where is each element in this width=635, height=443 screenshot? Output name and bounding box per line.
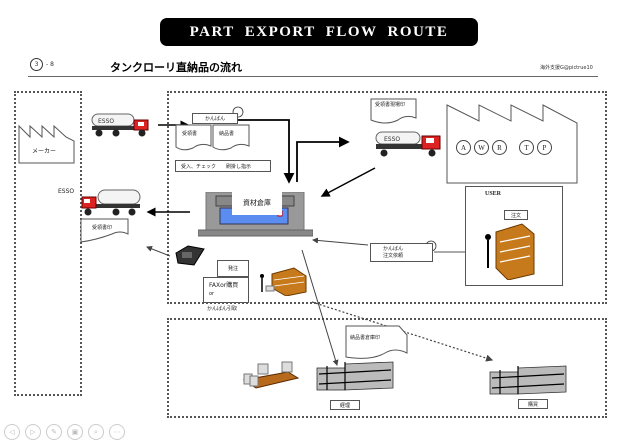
instructions-box: 受入、チェック 刷掛し指示 xyxy=(175,160,271,172)
pallet-boxes-icon xyxy=(242,361,300,389)
page-title: PART EXPORT FLOW ROUTE xyxy=(189,23,449,40)
purchasing-building-icon xyxy=(489,365,567,395)
accounting-building-icon xyxy=(316,361,394,391)
plant-lines: A W R T P xyxy=(456,140,552,155)
arrow-kanban-to-warehouse xyxy=(238,119,295,184)
fax-machine-icon xyxy=(175,245,205,266)
arrow-warehouse-to-site xyxy=(296,136,350,182)
kanban-pull-label: かんばん引取 xyxy=(207,306,238,312)
author-credit: 海外支援G@pictrue10 xyxy=(540,65,593,71)
next-icon[interactable]: ▷ xyxy=(25,424,41,440)
truck-brand: ESSO xyxy=(98,118,114,125)
kanban-order-label: かんばん注文依頼 xyxy=(383,245,404,259)
truck-icon-top-left: ESSO xyxy=(91,113,149,137)
kanban-card: かんばん xyxy=(192,113,238,124)
small-shelf-icon xyxy=(260,267,307,296)
order-or: or xyxy=(209,291,215,297)
delivery-stamp-doc xyxy=(345,325,408,359)
office-region xyxy=(167,318,607,418)
site-stamp-doc xyxy=(370,98,417,124)
accounting-label: 経理 xyxy=(330,400,360,410)
pen-icon[interactable]: ✎ xyxy=(46,424,62,440)
page-number: 3 - 8 xyxy=(30,58,54,71)
delivery-note-doc: 納品書 xyxy=(219,131,235,137)
more-icon[interactable]: ⋯ xyxy=(109,424,125,440)
zoom-icon[interactable]: ⌕ xyxy=(88,424,104,440)
plant-factory-icon xyxy=(446,104,578,184)
line-circle: W xyxy=(474,140,489,155)
arrow-warehouse-to-accounting xyxy=(301,249,339,366)
order-placement-card: 発注 xyxy=(217,260,249,277)
receipt-stamp-label: 受領書印 xyxy=(92,225,113,231)
warehouse-label: 資材倉庫 xyxy=(232,191,282,215)
maker-factory-icon xyxy=(18,125,75,164)
delivery-stamp-label: 納品書倉庫印 xyxy=(350,335,381,341)
truck-left-label: ESSO xyxy=(58,188,75,195)
site-stamp-label: 受領書現場印 xyxy=(375,102,406,108)
slideshow-controls: ◁ ▷ ✎ ▣ ⌕ ⋯ xyxy=(4,424,125,440)
maker-region xyxy=(14,91,82,396)
line-circle: A xyxy=(456,140,471,155)
page-number-suffix: - 8 xyxy=(46,61,54,68)
arrow-to-purchasing xyxy=(311,301,494,362)
purchasing-label: 購買 xyxy=(518,399,548,409)
line-circle: P xyxy=(537,140,552,155)
truck-icon-site: ESSO xyxy=(375,131,441,157)
arrow-fax-to-receipt xyxy=(146,246,171,257)
receipt-doc: 受領書 xyxy=(182,131,198,137)
header-rule xyxy=(28,76,598,77)
shelf-worker-icon xyxy=(485,223,535,280)
prev-icon[interactable]: ◁ xyxy=(4,424,20,440)
line-circle: R xyxy=(492,140,507,155)
kanban-order-box: かんばん注文依頼 xyxy=(370,243,433,262)
subtitle: タンクローリ直納品の流れ xyxy=(110,61,242,74)
line-circle: T xyxy=(519,140,534,155)
arrow-kanban-order-to-warehouse xyxy=(312,237,369,246)
arrow-plant-to-warehouse xyxy=(320,167,376,197)
order-method-box: FAXor購買 or xyxy=(203,277,249,303)
receipt-stamp-doc xyxy=(80,218,129,243)
slides-icon[interactable]: ▣ xyxy=(67,424,83,440)
maker-label: メーカー xyxy=(32,148,57,155)
order-method: FAXor購買 xyxy=(209,282,239,289)
title-banner: PART EXPORT FLOW ROUTE xyxy=(160,18,478,46)
document-shapes xyxy=(175,124,250,151)
truck-icon-left xyxy=(81,189,141,216)
factory-region xyxy=(167,91,607,304)
order-card: 注文 xyxy=(504,210,528,220)
user-title: USER xyxy=(485,191,502,197)
truck-brand-site: ESSO xyxy=(384,136,400,143)
page-number-circle: 3 xyxy=(30,58,43,71)
